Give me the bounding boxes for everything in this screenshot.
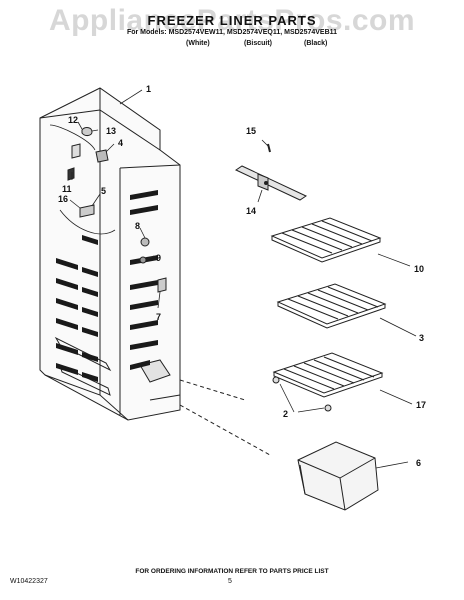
callout-4: 4 [118, 138, 123, 148]
control-parts [67, 127, 167, 293]
wire-shelf-10 [270, 217, 382, 263]
callout-5: 5 [101, 186, 106, 196]
callout-3: 3 [419, 333, 424, 343]
callout-13: 13 [106, 126, 116, 136]
color-black: (Black) [304, 40, 328, 47]
callout-15: 15 [246, 126, 256, 136]
page-number: 5 [228, 578, 232, 585]
callout-8: 8 [135, 221, 140, 231]
wire-shelf-3 [276, 283, 387, 329]
callout-11: 11 [62, 184, 72, 194]
callout-1: 1 [146, 84, 151, 94]
callout-6: 6 [416, 458, 421, 468]
callout-14: 14 [246, 206, 256, 216]
freezer-bin [297, 441, 379, 511]
freezer-liner [39, 87, 181, 421]
watermark: AppliancePartsPros.com [48, 4, 416, 37]
leader-lines [69, 89, 417, 469]
callout-2: 2 [283, 409, 288, 419]
callout-16: 16 [58, 194, 68, 204]
color-biscuit: (Biscuit) [244, 40, 272, 47]
callout-numbers: 1 12 13 4 11 5 16 8 9 7 15 14 10 3 2 17 … [58, 84, 426, 468]
callout-12: 12 [68, 115, 78, 125]
callout-10: 10 [414, 264, 424, 274]
color-white: (White) [186, 40, 210, 47]
callout-17: 17 [416, 400, 426, 410]
callout-9: 9 [156, 253, 161, 263]
page-title: FREEZER LINER PARTS [147, 13, 317, 28]
model-numbers: For Models: MSD2574VEW11, MSD2574VEQ11, … [126, 29, 338, 36]
callout-7: 7 [156, 312, 161, 322]
doc-number: W10422327 [10, 578, 48, 585]
ordering-note: FOR ORDERING INFORMATION REFER TO PARTS … [135, 568, 329, 575]
wire-shelf-17 [272, 352, 384, 412]
shelf-bracket [234, 143, 308, 201]
